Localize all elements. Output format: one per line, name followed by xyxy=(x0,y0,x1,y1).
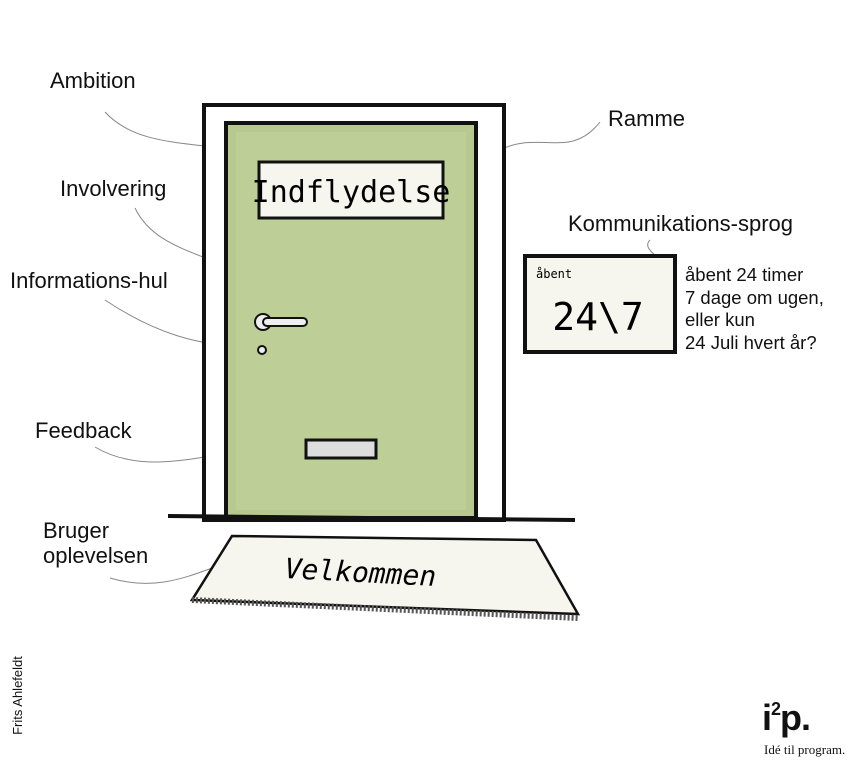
door-sign xyxy=(257,160,445,220)
label-informations-hul: Informations-hul xyxy=(10,268,168,293)
artist-credit: Frits Ahlefeldt xyxy=(9,656,25,735)
label-bruger-2: oplevelsen xyxy=(43,543,149,568)
note-line: åbent 24 timer xyxy=(685,264,804,285)
label-feedback: Feedback xyxy=(35,418,132,443)
label-ambition: Ambition xyxy=(50,68,136,93)
i2p-logo: i2p. xyxy=(762,697,811,738)
welcome-mat xyxy=(189,534,581,616)
logo-tagline: Idé til program. xyxy=(764,742,846,757)
open-sign-top: åbent xyxy=(536,267,572,281)
opening-note: åbent 24 timer 7 dage om ugen, eller kun… xyxy=(685,264,824,354)
open-sign-main: 24\7 xyxy=(552,295,644,339)
keyhole-icon xyxy=(257,345,267,355)
label-bruger-1: Bruger xyxy=(43,518,110,543)
note-line: 24 Juli hvert år? xyxy=(685,331,817,353)
logo-i: i xyxy=(762,697,772,738)
label-involvering: Involvering xyxy=(60,176,167,201)
door-sign-text: Indflydelse xyxy=(252,175,451,210)
label-kommunikations-sprog: Kommunikations-sprog xyxy=(568,211,793,236)
logo-sup: 2 xyxy=(771,699,781,719)
open-sign xyxy=(523,254,677,354)
label-ramme: Ramme xyxy=(608,106,686,131)
note-line: eller kun xyxy=(685,309,755,330)
logo-p: p. xyxy=(780,697,811,738)
mat-text: Velkommen xyxy=(284,552,437,593)
note-line: 7 dage om ugen, xyxy=(685,286,824,308)
mail-slot xyxy=(304,438,378,460)
